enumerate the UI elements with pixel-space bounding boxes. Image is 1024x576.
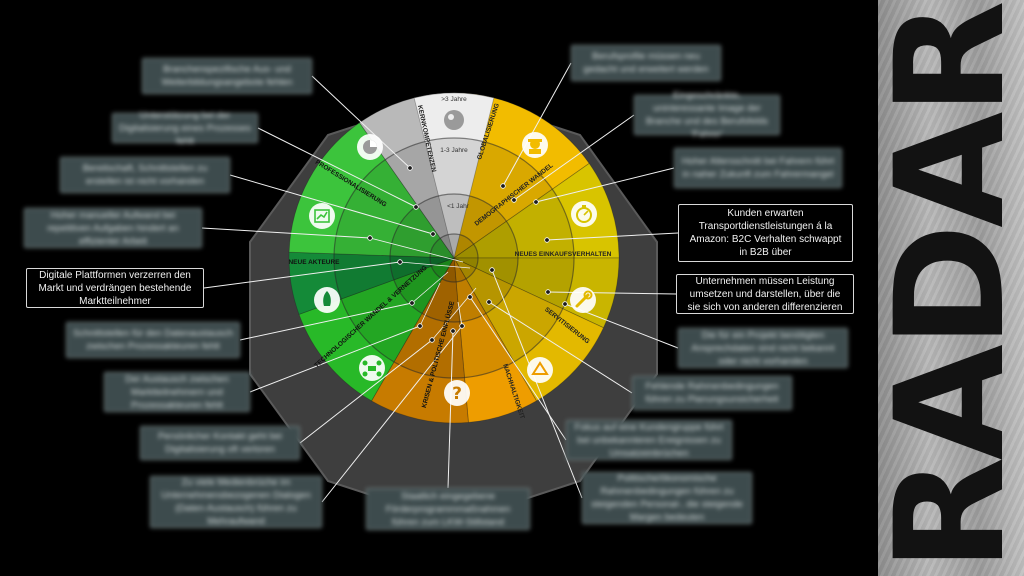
connector-line (546, 232, 679, 241)
radar-point (450, 328, 456, 334)
radar-point (489, 267, 495, 273)
connector-line (311, 75, 411, 169)
annotation-box-right: Berufsprofile müssen neu gedacht und erw… (571, 45, 721, 81)
radar-point (459, 323, 465, 329)
connector-line (488, 301, 633, 394)
sector-8 (298, 257, 455, 402)
annotation-box-left: Persönlicher Kontakt geht bei Digitalisi… (140, 426, 300, 460)
radar-point (544, 237, 550, 243)
annotation-box-bottom: Staatlich eingegebene Förderprogrammmaßn… (366, 488, 530, 530)
ring-labels: >3 Jahre 1-3 Jahre <1 Jahr (440, 96, 469, 210)
sector-label: NEUES EINKAUFSVERHALTEN (515, 251, 612, 258)
annotation-box-left: Hoher manueller Aufwand bei repetitiven … (24, 208, 202, 248)
sector-6 (453, 257, 538, 423)
connector-lines (201, 62, 679, 503)
question-icon: ? (444, 380, 470, 406)
radar-side-title: RADAR (878, 4, 1024, 572)
connector-line (547, 291, 677, 295)
radar-point (430, 231, 436, 237)
annotation-box-right: Die für ein Projekt benötigten Ansprechd… (678, 328, 848, 368)
drone-icon (359, 355, 385, 381)
connector-line (491, 269, 583, 499)
radar-side-panel: RADAR (878, 0, 1024, 576)
radar-point (417, 323, 423, 329)
wrench-icon (570, 287, 596, 313)
radar-point (533, 199, 539, 205)
connector-line (229, 174, 434, 235)
sector-icons: ? (309, 110, 597, 406)
radar-point (545, 289, 551, 295)
annotation-box-right: Fehlende Rahmenbedingungen führen zu Pla… (632, 376, 792, 410)
radar-point (367, 235, 373, 241)
radar-point (500, 183, 506, 189)
connector-line (249, 325, 421, 393)
annotation-box-left: Unterstützung bei der Digitalisierung ei… (112, 110, 258, 147)
annotation-box-right: Unternehmen müssen Leistung umsetzen und… (676, 274, 854, 314)
annotation-box-left: Bereitschaft, Schnittstellen zu erstelle… (60, 157, 230, 193)
connector-line (201, 227, 371, 239)
annotation-box-right: Politische/ökonomische Rahmenbedingungen… (582, 472, 752, 524)
pie-chart-icon (357, 134, 383, 160)
worker-icon (522, 132, 548, 158)
radar-points (367, 165, 568, 343)
connector-line (513, 114, 635, 201)
annotation-box-right: Eingeschränkte, uninteressante Image der… (634, 90, 780, 140)
stopwatch-icon (571, 201, 597, 227)
sector-7 (370, 256, 469, 424)
radar-point (467, 294, 473, 300)
radar-point (511, 197, 517, 203)
connector-line (257, 127, 417, 208)
sector-3 (452, 162, 620, 259)
annotation-box-left: Schnittstellen für den Datenaustausch zw… (66, 322, 240, 358)
radar-point (429, 337, 435, 343)
recycle-icon (527, 357, 553, 383)
annotation-box-right: Kunden erwarten Transportdienstleistunge… (678, 204, 853, 262)
chart-icon (309, 203, 335, 229)
radar-point (407, 165, 413, 171)
annotation-box-right: Fokus auf eine Kundengruppe führt bei un… (566, 420, 732, 460)
globe-icon (444, 110, 464, 130)
svg-text:?: ? (452, 384, 462, 404)
radar-point (397, 259, 403, 265)
radar-point (413, 204, 419, 210)
annotation-box-left: Digitale Plattformen verzerren den Markt… (26, 268, 204, 308)
radar-point (486, 299, 492, 305)
annotation-box-left: Der Austausch zwischen Marktteilnehmern … (104, 372, 250, 412)
connector-line (447, 330, 454, 489)
radar-point (409, 300, 415, 306)
sector-label: NEUE AKTEURE (288, 259, 340, 266)
radar-point (562, 301, 568, 307)
ring-label-middle: 1-3 Jahre (440, 147, 468, 154)
ring-label-outer: >3 Jahre (441, 96, 467, 103)
connector-line (502, 62, 572, 187)
connector-line (535, 167, 675, 203)
ring-label-inner: <1 Jahr (447, 203, 470, 210)
connector-line (239, 302, 413, 341)
connector-line (299, 339, 433, 444)
annotation-box-right: Hoher Altersschnitt bei Fahrern führt in… (674, 148, 842, 188)
time-scale-wedge (413, 92, 495, 259)
annotation-box-left: Branchenspezifische Aus- und Weiterbildu… (142, 58, 312, 94)
annotation-box-left: Zu viele Medienbrüche im Unternehmensbez… (150, 476, 322, 528)
rocket-icon (314, 287, 340, 313)
sector-5 (453, 257, 605, 402)
connector-line (321, 325, 463, 503)
connector-line (203, 261, 401, 289)
